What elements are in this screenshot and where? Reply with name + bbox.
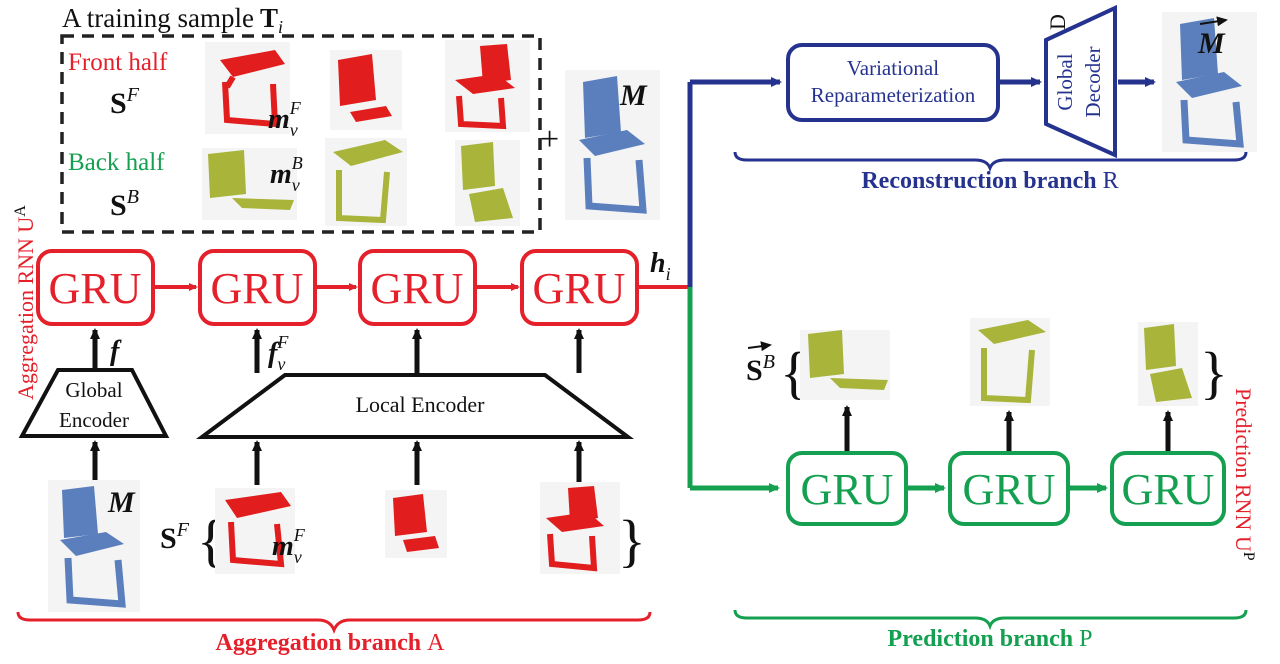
front-half-symbol: SF: [110, 84, 140, 120]
decoder-symbol: D: [1045, 14, 1070, 30]
front-part-image-3: [445, 40, 530, 132]
input-part-image-1: [215, 488, 295, 574]
prediction-brace: [733, 609, 1248, 631]
reconstructed-model-symbol: M: [1197, 27, 1226, 60]
input-part-image-3: [540, 482, 620, 574]
reconstruction-branch: Variational Reparameterization Global De…: [733, 4, 1257, 194]
predicted-set-close-brace: }: [1200, 340, 1228, 405]
aggregation-rnn-label: Aggregation RNN UA: [12, 205, 38, 400]
front-part-image-1: [205, 42, 290, 134]
back-part-image-1: [202, 148, 297, 220]
output-vector-arrow: [1199, 16, 1228, 27]
training-sample-box: [60, 34, 542, 234]
aggregation-brace: [16, 611, 652, 635]
back-part-image-2: [325, 138, 407, 226]
reconstructed-model-image: [1162, 12, 1257, 152]
model-image: [565, 70, 660, 220]
svg-text:GRU: GRU: [963, 465, 1056, 514]
predicted-set-symbol: SB: [746, 351, 775, 387]
predicted-set-vector-arrow: [747, 341, 772, 352]
reconstruction-brace: [733, 151, 1248, 173]
model-symbol: M: [619, 79, 648, 112]
aggregation-gru-2: GRU: [198, 249, 317, 326]
prediction-gru-3: GRU: [1110, 451, 1226, 526]
prediction-gru-2: GRU: [948, 451, 1070, 526]
plus-sign: +: [540, 121, 559, 158]
local-encoder: Local Encoder: [195, 373, 635, 439]
svg-text:GRU: GRU: [211, 264, 304, 313]
predicted-part-image-3: [1138, 322, 1198, 406]
svg-text:Encoder: Encoder: [59, 408, 129, 432]
back-half-symbol: SB: [110, 186, 139, 222]
global-encoder: Global Encoder: [18, 368, 170, 438]
input-set-symbol: SF: [160, 519, 190, 555]
prediction-gru-1: GRU: [786, 451, 908, 526]
aggregation-gru-3: GRU: [358, 249, 477, 326]
svg-text:Global: Global: [1053, 53, 1077, 110]
aggregation-gru-1: GRU: [36, 249, 155, 326]
variational-reparameterization: Variational Reparameterization: [786, 43, 1000, 122]
svg-text:Local Encoder: Local Encoder: [356, 392, 486, 417]
predicted-part-image-1: [800, 330, 890, 400]
back-part-image-3: [455, 140, 520, 226]
hidden-state-symbol: hi: [650, 248, 671, 284]
global-decoder: Global Decoder D: [1044, 4, 1117, 159]
svg-text:GRU: GRU: [49, 264, 142, 313]
svg-text:GRU: GRU: [1122, 465, 1215, 514]
input-set-close-brace: }: [618, 508, 646, 573]
aggregation-branch: Aggregation RNN UA GRU GRU GRU GRU hi Gl…: [12, 205, 690, 656]
input-model-symbol: M: [107, 486, 136, 519]
svg-text:Reparameterization: Reparameterization: [811, 83, 976, 107]
svg-text:Decoder: Decoder: [1081, 46, 1105, 117]
input-model-image: [48, 480, 140, 612]
aggregation-gru-4: GRU: [520, 249, 639, 326]
svg-text:GRU: GRU: [801, 465, 894, 514]
svg-text:GRU: GRU: [371, 264, 464, 313]
front-part-image-2: [330, 50, 402, 130]
svg-text:Variational: Variational: [847, 56, 939, 80]
prediction-branch: GRU GRU GRU SB {: [733, 318, 1257, 652]
svg-text:GRU: GRU: [533, 264, 626, 313]
svg-text:Global: Global: [65, 378, 122, 402]
front-half-label: Front half: [68, 49, 168, 76]
prediction-rnn-label: Prediction RNN UP: [1231, 388, 1257, 561]
predicted-part-image-2: [970, 318, 1050, 406]
input-part-image-2: [385, 490, 447, 558]
back-half-label: Back half: [68, 149, 165, 176]
feature-f: f: [110, 336, 122, 367]
